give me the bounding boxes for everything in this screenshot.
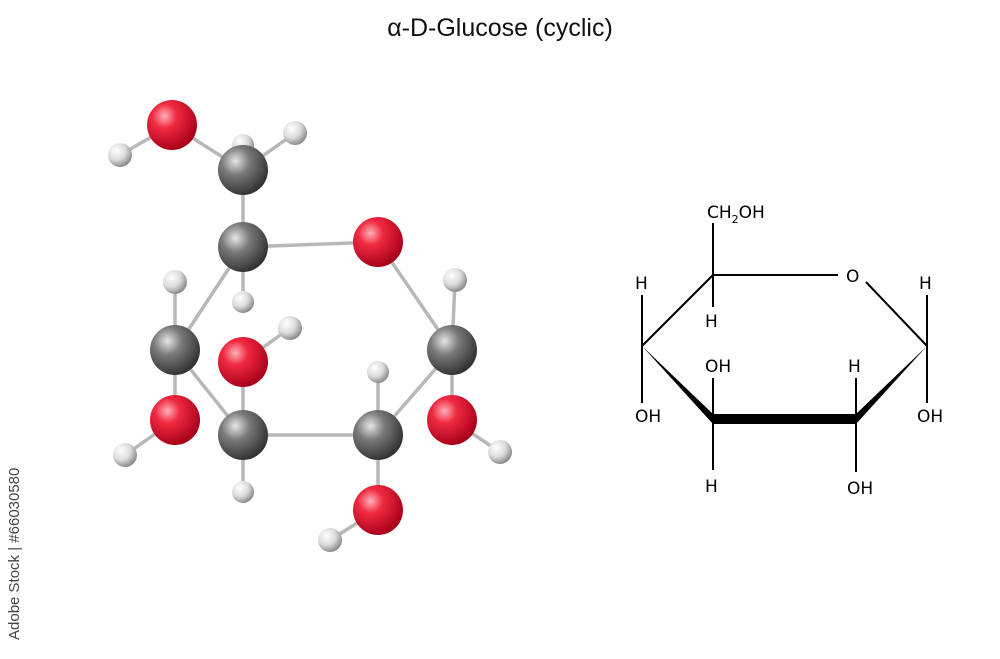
- oxygen-atom: [147, 100, 197, 150]
- oxygen-atom: [353, 485, 403, 535]
- haworth-labels: CH2OH O H H H OH OH OH H H OH: [635, 203, 943, 499]
- c1-hydrogen-label: H: [919, 274, 932, 294]
- carbon-atom: [150, 325, 200, 375]
- ring-oxygen-label: O: [846, 267, 859, 287]
- c1-hydroxyl-label: OH: [917, 407, 943, 427]
- hydrogen-atom: [113, 443, 137, 467]
- c5-hydrogen-down-label: H: [705, 312, 718, 332]
- hydrogen-atom: [367, 361, 389, 383]
- hydrogen-atom: [443, 268, 467, 292]
- carbon-atom: [218, 222, 268, 272]
- c5-hydrogen-left-label: H: [635, 274, 648, 294]
- diagram-title: α-D-Glucose (cyclic): [387, 14, 613, 42]
- ring-front-edge: [713, 414, 856, 424]
- c2-hydrogen-label: H: [848, 357, 861, 377]
- hydrogen-atom: [283, 121, 307, 145]
- hydrogen-atom: [163, 270, 187, 294]
- hydrogen-atom: [318, 528, 342, 552]
- oxygen-atom: [427, 395, 477, 445]
- ball-and-stick-model: [108, 100, 512, 552]
- model-atoms: [108, 100, 512, 552]
- c3-hydrogen-label: H: [705, 477, 718, 497]
- hydrogen-atom: [232, 291, 254, 313]
- carbon-atom: [353, 410, 403, 460]
- haworth-projection: CH2OH O H H H OH OH OH H H OH: [635, 203, 943, 499]
- carbon-atom: [218, 145, 268, 195]
- hydrogen-atom: [488, 440, 512, 464]
- hydrogen-atom: [278, 316, 302, 340]
- c4-hydroxyl-label: OH: [635, 407, 661, 427]
- c3-hydroxyl-label: OH: [705, 357, 731, 377]
- oxygen-atom: [353, 217, 403, 267]
- c2-hydroxyl-label: OH: [847, 479, 873, 499]
- haworth-bonds: [641, 223, 928, 472]
- ring-wedge-right: [856, 346, 927, 424]
- carbon-atom: [427, 325, 477, 375]
- hydrogen-atom: [108, 143, 132, 167]
- oxygen-atom: [150, 395, 200, 445]
- carbon-atom: [218, 410, 268, 460]
- ch2oh-label: CH2OH: [707, 203, 765, 226]
- oxygen-atom: [218, 337, 268, 387]
- hydrogen-atom: [232, 481, 254, 503]
- ring-wedge-left: [642, 346, 713, 424]
